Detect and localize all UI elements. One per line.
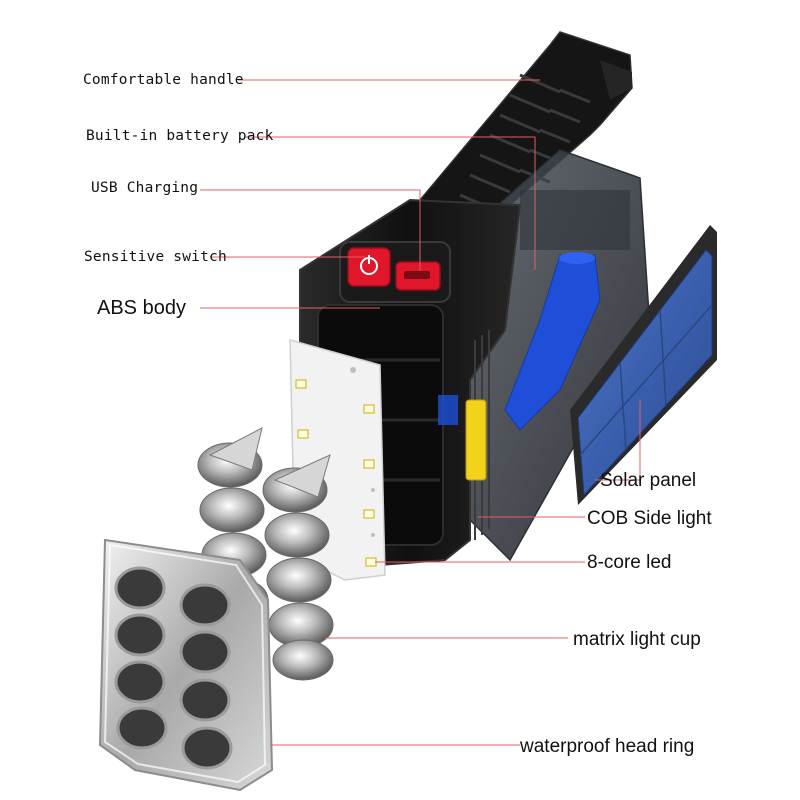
label-waterproof-head-ring: waterproof head ring [520,736,695,757]
label-solar-panel: Solar panel [600,470,697,491]
label-matrix-light-cup: matrix light cup [573,629,701,650]
label-battery-pack: Built-in battery pack [86,128,274,144]
label-8-core-led: 8-core led [587,552,672,573]
label-cob-side-light: COB Side light [587,508,712,529]
matrix-light-cups [197,427,334,681]
head-ring [98,538,274,792]
solar-panel [570,225,717,505]
leader-lines [200,79,641,746]
label-usb-charging: USB Charging [91,180,199,196]
label-sensitive-switch: Sensitive switch [84,249,227,265]
label-comfortable-handle: Comfortable handle [83,72,244,88]
label-abs-body: ABS body [97,297,186,319]
